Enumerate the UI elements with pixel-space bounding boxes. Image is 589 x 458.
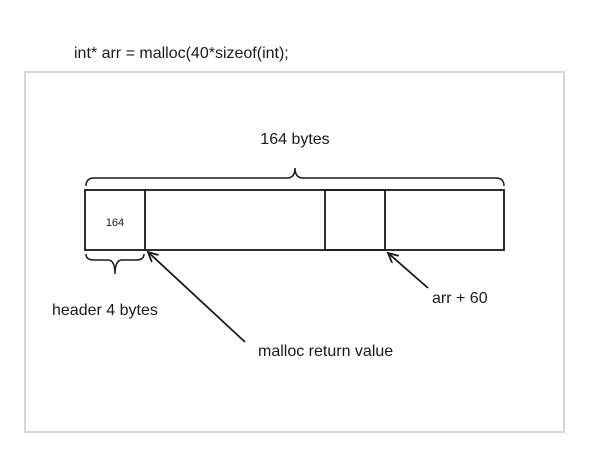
return-value-arrow (148, 252, 246, 343)
diagram-frame (24, 71, 565, 433)
header-cell-value: 164 (106, 217, 124, 229)
header-brace (85, 253, 145, 275)
return-value-label: malloc return value (258, 343, 393, 360)
offset-label: arr + 60 (432, 290, 488, 307)
header-size-label: header 4 bytes (52, 302, 158, 319)
offset-arrow (388, 253, 429, 289)
total-size-brace (85, 167, 505, 187)
total-size-label: 164 bytes (260, 131, 329, 148)
offset-cell (324, 189, 386, 251)
memory-block (84, 189, 505, 251)
code-line: int* arr = malloc(40*sizeof(int); (74, 45, 289, 62)
